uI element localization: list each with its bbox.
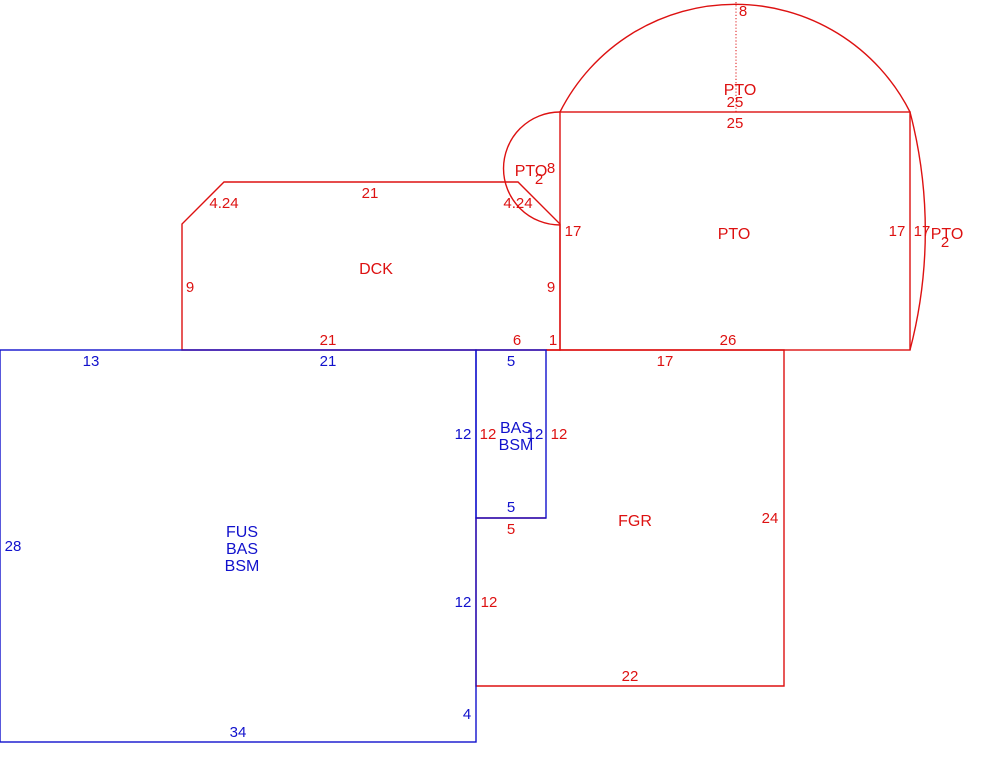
dim-pto-left: 17 <box>565 223 582 240</box>
label-pto-left-arc: PTO <box>515 163 548 180</box>
dim-right-arc-chord: 2 <box>941 234 949 251</box>
label-fus-line1: FUS <box>226 524 258 541</box>
dim-pto-right: 17 <box>889 223 906 240</box>
label-bas-line1: BAS <box>500 420 532 437</box>
dim-fus-left: 28 <box>5 538 22 555</box>
dim-pto-bottom: 26 <box>720 332 737 349</box>
label-fus-line3: BSM <box>225 558 260 575</box>
pto-dome-arc <box>559 3 911 113</box>
label-bas-line2: BSM <box>499 437 534 454</box>
label-pto-main: PTO <box>718 226 751 243</box>
label-pto-right-arc: PTO <box>931 226 964 243</box>
bas-small-outline <box>475 349 547 519</box>
dim-dck-left: 9 <box>186 279 194 296</box>
pto-left-arc <box>502 111 561 226</box>
label-fgr: FGR <box>618 513 652 530</box>
dim-fgr-left-step: 5 <box>507 521 515 538</box>
dim-bas-right: 12 <box>527 426 544 443</box>
dim-pto-top: 25 <box>727 115 744 132</box>
dim-fgr-left-upper: 12 <box>551 426 568 443</box>
dim-dck-chamfer-left: 4.24 <box>209 195 238 212</box>
dim-left-arc-chord: 2 <box>535 171 543 188</box>
dim-dck-top: 21 <box>362 185 379 202</box>
dim-fus-right-upper: 12 <box>455 426 472 443</box>
dim-dck-chamfer-right: 4.24 <box>503 195 532 212</box>
dim-fus-right-lower: 12 <box>455 594 472 611</box>
dim-bas-bottom: 5 <box>507 499 515 516</box>
dim-dome-chord: 25 <box>727 94 744 111</box>
dim-fgr-left-lower: 12 <box>481 594 498 611</box>
dim-pto-right-outer: 17 <box>914 223 931 240</box>
label-dck: DCK <box>359 261 393 278</box>
dim-dck-bottom-right: 6 <box>513 332 521 349</box>
dim-dck-right: 9 <box>547 279 555 296</box>
label-pto-dome: PTO <box>724 82 757 99</box>
dim-fus-top: 21 <box>320 353 337 370</box>
dim-fus-bottom: 34 <box>230 724 247 741</box>
dim-dome-height: 8 <box>739 3 747 20</box>
fus-outline <box>0 349 477 743</box>
dim-fgr-bas-left: 12 <box>480 426 497 443</box>
label-fus-line2: BAS <box>226 541 258 558</box>
pto-right-arc <box>909 111 927 351</box>
dim-dck-bottom: 21 <box>320 332 337 349</box>
dim-bas-top: 5 <box>507 353 515 370</box>
dim-fgr-right: 24 <box>762 510 779 527</box>
dim-fus-top-left: 13 <box>83 353 100 370</box>
dim-fgr-top: 17 <box>657 353 674 370</box>
dim-fus-right-step: 4 <box>463 706 471 723</box>
dim-fgr-bottom: 22 <box>622 668 639 685</box>
dim-step: 1 <box>549 332 557 349</box>
dim-left-arc-height: 8 <box>547 160 555 177</box>
